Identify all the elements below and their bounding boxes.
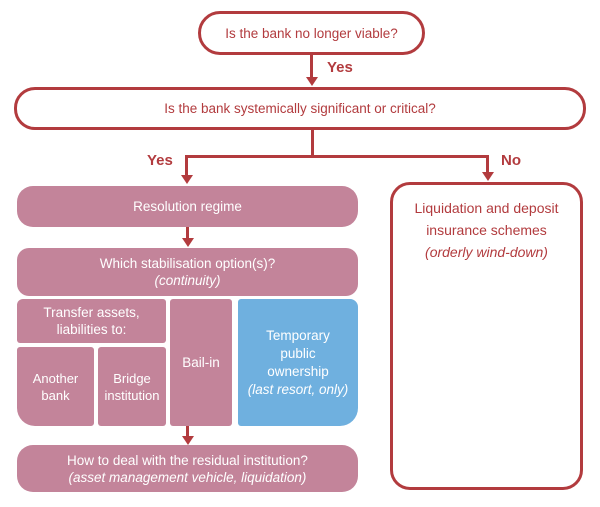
branch-no-arrowhead — [482, 172, 494, 181]
node-residual-question: How to deal with the residual institutio… — [17, 445, 358, 492]
node-tpo-line3: ownership — [267, 363, 329, 379]
node-systemic-text: Is the bank systemically significant or … — [164, 101, 436, 116]
node-temporary-public-ownership: Temporary public ownership (last resort,… — [238, 299, 358, 426]
branch-horizontal-line — [185, 155, 489, 158]
node-bridge-institution: Bridge institution — [98, 347, 166, 426]
branch-yes-line — [185, 155, 188, 175]
node-residual-note-text: (asset management vehicle, liquidation) — [68, 469, 307, 485]
branch-yes-arrowhead — [181, 175, 193, 184]
node-bank-viable-question: Is the bank no longer viable? — [198, 11, 425, 55]
node-liquidation-note: (orderly wind-down) — [425, 244, 548, 260]
node-residual-main-text: How to deal with the residual institutio… — [67, 452, 308, 468]
node-bridge-institution-text: Bridge institution — [104, 370, 160, 403]
node-tpo-line1: Temporary — [266, 327, 330, 343]
node-tpo-line2: public — [280, 345, 316, 361]
node-liquidation-line2: insurance schemes — [426, 222, 547, 238]
node-liquidation-line1: Liquidation and deposit — [414, 200, 559, 216]
connector-grid-residual-line — [186, 426, 189, 437]
node-resolution-regime-text: Resolution regime — [133, 199, 242, 214]
node-transfer-assets-text: Transfer assets, liabilities to: — [43, 305, 140, 337]
connector-resolution-stabilisation-arrowhead — [182, 238, 194, 247]
connector-grid-residual-arrowhead — [182, 436, 194, 445]
node-resolution-regime: Resolution regime — [17, 186, 358, 227]
label-yes-branch: Yes — [147, 152, 173, 169]
node-bank-viable-text: Is the bank no longer viable? — [225, 25, 398, 41]
connector-resolution-stabilisation-line — [186, 227, 189, 239]
node-stabilisation-question: Which stabilisation option(s)? (continui… — [17, 248, 358, 296]
node-liquidation-schemes: Liquidation and deposit insurance scheme… — [390, 182, 583, 490]
branch-stem-line — [311, 130, 314, 158]
node-systemic-question: Is the bank systemically significant or … — [14, 87, 586, 130]
node-another-bank-text: Another bank — [32, 370, 79, 403]
label-no-branch: No — [501, 152, 521, 169]
node-bail-in-text: Bail-in — [182, 355, 220, 370]
connector-q1-q2-arrowhead — [306, 77, 318, 86]
node-another-bank: Another bank — [17, 347, 94, 426]
label-yes-top: Yes — [327, 59, 353, 76]
branch-no-line — [486, 155, 489, 172]
node-bail-in: Bail-in — [170, 299, 232, 426]
node-tpo-note: (last resort, only) — [247, 381, 349, 397]
node-stabilisation-main-text: Which stabilisation option(s)? — [99, 256, 276, 271]
node-stabilisation-note-text: (continuity) — [154, 273, 221, 288]
connector-q1-q2-line — [310, 55, 313, 78]
node-transfer-assets: Transfer assets, liabilities to: — [17, 299, 166, 343]
